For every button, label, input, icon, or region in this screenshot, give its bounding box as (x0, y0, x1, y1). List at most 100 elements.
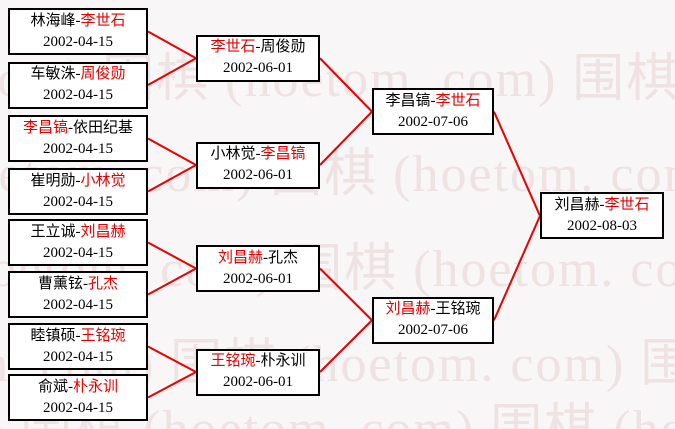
match-box-second-round-2: 小林觉-李昌镐 2002-06-01 (196, 141, 320, 189)
name-separator: - (75, 172, 81, 189)
player-name: 小林觉 (210, 146, 256, 162)
bracket-connector (319, 110, 373, 166)
player-name: 俞斌 (37, 378, 68, 395)
match-date: 2002-06-01 (223, 167, 293, 183)
name-separator: - (68, 119, 73, 136)
player-name: 崔明勋 (30, 172, 76, 189)
match-box-first-round-2: 车敏洙-周俊勋 2002-04-15 (8, 61, 148, 109)
match-box-first-round-1: 林海峰-李世石 2002-04-15 (8, 8, 148, 55)
match-date: 2002-07-06 (398, 322, 468, 339)
match-box-second-round-4: 王铭琬-朴永训 2002-06-01 (196, 348, 320, 396)
player-name: 王铭琬 (435, 301, 481, 318)
match-date: 2002-07-06 (398, 113, 468, 130)
bracket-connector (147, 164, 197, 193)
match-players: 王铭琬-朴永训 (210, 351, 305, 372)
match-players: 刘昌赫-李世石 (554, 195, 649, 216)
name-separator: - (75, 12, 81, 29)
match-date: 2002-04-15 (43, 140, 113, 157)
bracket-connector (493, 215, 541, 321)
name-separator: - (263, 249, 268, 266)
match-players: 曹薰铉-孔杰 (38, 274, 118, 295)
match-players: 崔明勋-小林觉 (30, 171, 125, 192)
player-name: 王铭琬 (80, 327, 126, 344)
player-name: 小林觉 (80, 172, 126, 189)
name-separator: - (599, 196, 605, 213)
player-name: 李昌镐 (260, 146, 306, 162)
name-separator: - (75, 66, 81, 82)
player-name: 周俊勋 (260, 39, 306, 56)
player-name: 刘昌赫 (385, 301, 431, 318)
player-name: 依田纪基 (73, 119, 134, 136)
name-separator: - (430, 92, 436, 109)
match-date: 2002-04-15 (43, 193, 113, 210)
match-players: 刘昌赫-孔杰 (218, 248, 298, 269)
player-name: 王铭琬 (210, 353, 256, 369)
player-name: 孔杰 (88, 275, 119, 292)
match-box-second-round-1: 李世石-周俊勋 2002-06-01 (196, 34, 320, 82)
name-separator: - (75, 223, 81, 240)
match-date: 2002-04-15 (43, 87, 113, 103)
name-separator: - (255, 353, 261, 369)
match-date: 2002-06-01 (223, 270, 293, 287)
match-date: 2002-06-01 (223, 60, 293, 77)
match-players: 李昌镐-依田纪基 (23, 118, 133, 139)
bracket-connector (147, 345, 197, 373)
player-name: 孔杰 (268, 249, 299, 266)
name-separator: - (83, 275, 88, 292)
match-date: 2002-04-15 (43, 33, 113, 50)
player-name: 刘昌赫 (554, 196, 600, 213)
match-players: 俞斌-朴永训 (38, 377, 118, 398)
match-date: 2002-04-15 (43, 348, 113, 365)
bracket-connector (147, 267, 197, 296)
name-separator: - (430, 301, 436, 318)
player-name: 李昌镐 (22, 119, 68, 136)
match-players: 王立诚-刘昌赫 (30, 222, 125, 243)
player-name: 李昌镐 (385, 92, 431, 109)
match-date: 2002-06-01 (223, 374, 293, 390)
bracket-connector (319, 57, 373, 113)
match-box-semifinal-2: 刘昌赫-王铭琬 2002-07-06 (372, 296, 494, 344)
match-players: 小林觉-李昌镐 (210, 144, 305, 165)
match-date: 2002-04-15 (43, 244, 113, 261)
player-name: 朴永训 (260, 353, 306, 369)
match-players: 李世石-周俊勋 (210, 37, 305, 58)
match-date: 2002-04-15 (43, 399, 113, 416)
bracket-connector (147, 57, 197, 86)
match-players: 睦镇硕-王铭琬 (30, 326, 125, 347)
player-name: 周俊勋 (80, 66, 126, 82)
player-name: 刘昌赫 (80, 223, 126, 240)
player-name: 李世石 (435, 92, 481, 109)
match-date: 2002-04-15 (43, 296, 113, 313)
player-name: 车敏洙 (30, 66, 76, 82)
player-name: 王立诚 (30, 223, 76, 240)
bracket-connector (319, 267, 373, 321)
bracket-connector (147, 30, 197, 60)
name-separator: - (75, 327, 81, 344)
bracket-connector (147, 371, 197, 399)
name-separator: - (255, 39, 261, 56)
match-players: 刘昌赫-王铭琬 (385, 299, 480, 320)
player-name: 林海峰 (30, 12, 76, 29)
player-name: 刘昌赫 (217, 249, 263, 266)
bracket-connector (147, 137, 197, 166)
player-name: 朴永训 (73, 378, 119, 395)
player-name: 李世石 (80, 12, 126, 29)
name-separator: - (68, 378, 73, 395)
bracket-connector (493, 111, 541, 217)
match-players: 李昌镐-李世石 (385, 91, 480, 112)
name-separator: - (255, 146, 261, 162)
match-players: 车敏洙-周俊勋 (30, 64, 125, 85)
player-name: 李世石 (210, 39, 256, 56)
player-name: 曹薰铉 (37, 275, 83, 292)
bracket-connector (147, 241, 197, 270)
